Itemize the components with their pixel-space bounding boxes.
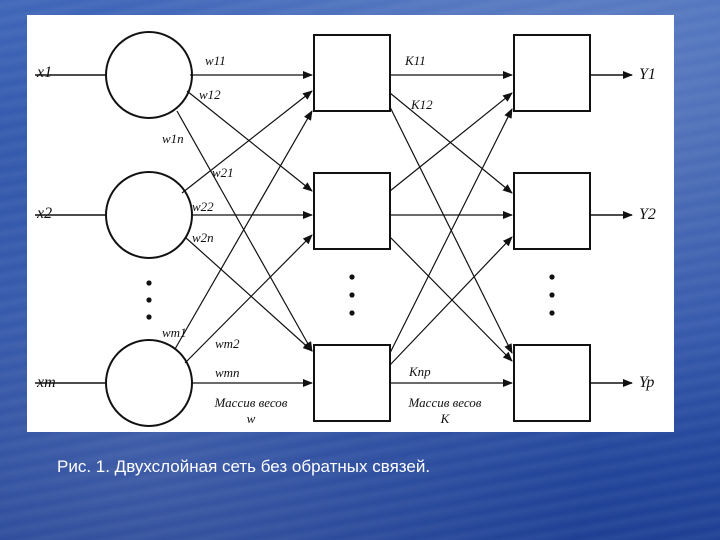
weights-w-connections bbox=[174, 71, 313, 387]
figure-caption: Рис. 1. Двухслойная сеть без обратных св… bbox=[57, 457, 431, 476]
weight-k-labels: K11 K12 Knp bbox=[404, 53, 433, 379]
input-label-1: x1 bbox=[36, 64, 52, 81]
input-neuron-2 bbox=[105, 171, 193, 259]
matrix-w-line2: w bbox=[247, 411, 256, 426]
weight-label-wm2: wm2 bbox=[215, 336, 240, 351]
hidden-neuron-2 bbox=[313, 172, 391, 250]
output-neuron-1 bbox=[513, 34, 591, 112]
hidden-neurons bbox=[313, 34, 391, 422]
weight-w-labels: w11 w12 w1n w21 w22 w2n wm1 wm2 wmn bbox=[162, 53, 240, 380]
input-label-m: xm bbox=[36, 374, 56, 391]
weight-label-w1n: w1n bbox=[162, 131, 184, 146]
network-svg: x1 x2 xm w11 w12 w1n w21 w22 w2n wm1 wm2… bbox=[35, 31, 656, 427]
network-diagram: x1 x2 xm w11 w12 w1n w21 w22 w2n wm1 wm2… bbox=[27, 15, 674, 432]
output-neurons bbox=[513, 34, 591, 422]
input-neurons bbox=[105, 31, 193, 427]
input-labels: x1 x2 xm bbox=[36, 64, 56, 391]
weight-label-knp: Knp bbox=[408, 364, 431, 379]
weight-label-w22: w22 bbox=[192, 199, 214, 214]
input-neuron-m bbox=[105, 339, 193, 427]
output-lines bbox=[590, 71, 633, 387]
output-label-2: Y2 bbox=[639, 206, 656, 223]
ellipsis-dots bbox=[146, 274, 555, 320]
weight-label-k12: K12 bbox=[410, 97, 433, 112]
input-label-2: x2 bbox=[36, 205, 52, 222]
output-neuron-2 bbox=[513, 172, 591, 250]
weight-matrix-captions: Массив весов w Массив весов K bbox=[214, 395, 482, 426]
weight-label-w21: w21 bbox=[212, 165, 234, 180]
output-neuron-p bbox=[513, 344, 591, 422]
matrix-k-line1: Массив весов bbox=[408, 395, 482, 410]
matrix-k-line2: K bbox=[440, 411, 451, 426]
weight-label-wm1: wm1 bbox=[162, 325, 187, 340]
matrix-w-line1: Массив весов bbox=[214, 395, 288, 410]
hidden-neuron-1 bbox=[313, 34, 391, 112]
output-label-1: Y1 bbox=[639, 66, 656, 83]
weight-label-k11: K11 bbox=[404, 53, 426, 68]
weight-label-wmn: wmn bbox=[215, 365, 240, 380]
output-labels: Y1 Y2 Yp bbox=[639, 66, 656, 391]
output-label-p: Yp bbox=[639, 374, 654, 391]
weights-k-connections bbox=[389, 71, 513, 387]
weight-label-w2n: w2n bbox=[192, 230, 214, 245]
weight-label-w12: w12 bbox=[199, 87, 221, 102]
input-neuron-1 bbox=[105, 31, 193, 119]
weight-label-w11: w11 bbox=[205, 53, 226, 68]
input-lines bbox=[35, 74, 107, 384]
hidden-neuron-n bbox=[313, 344, 391, 422]
